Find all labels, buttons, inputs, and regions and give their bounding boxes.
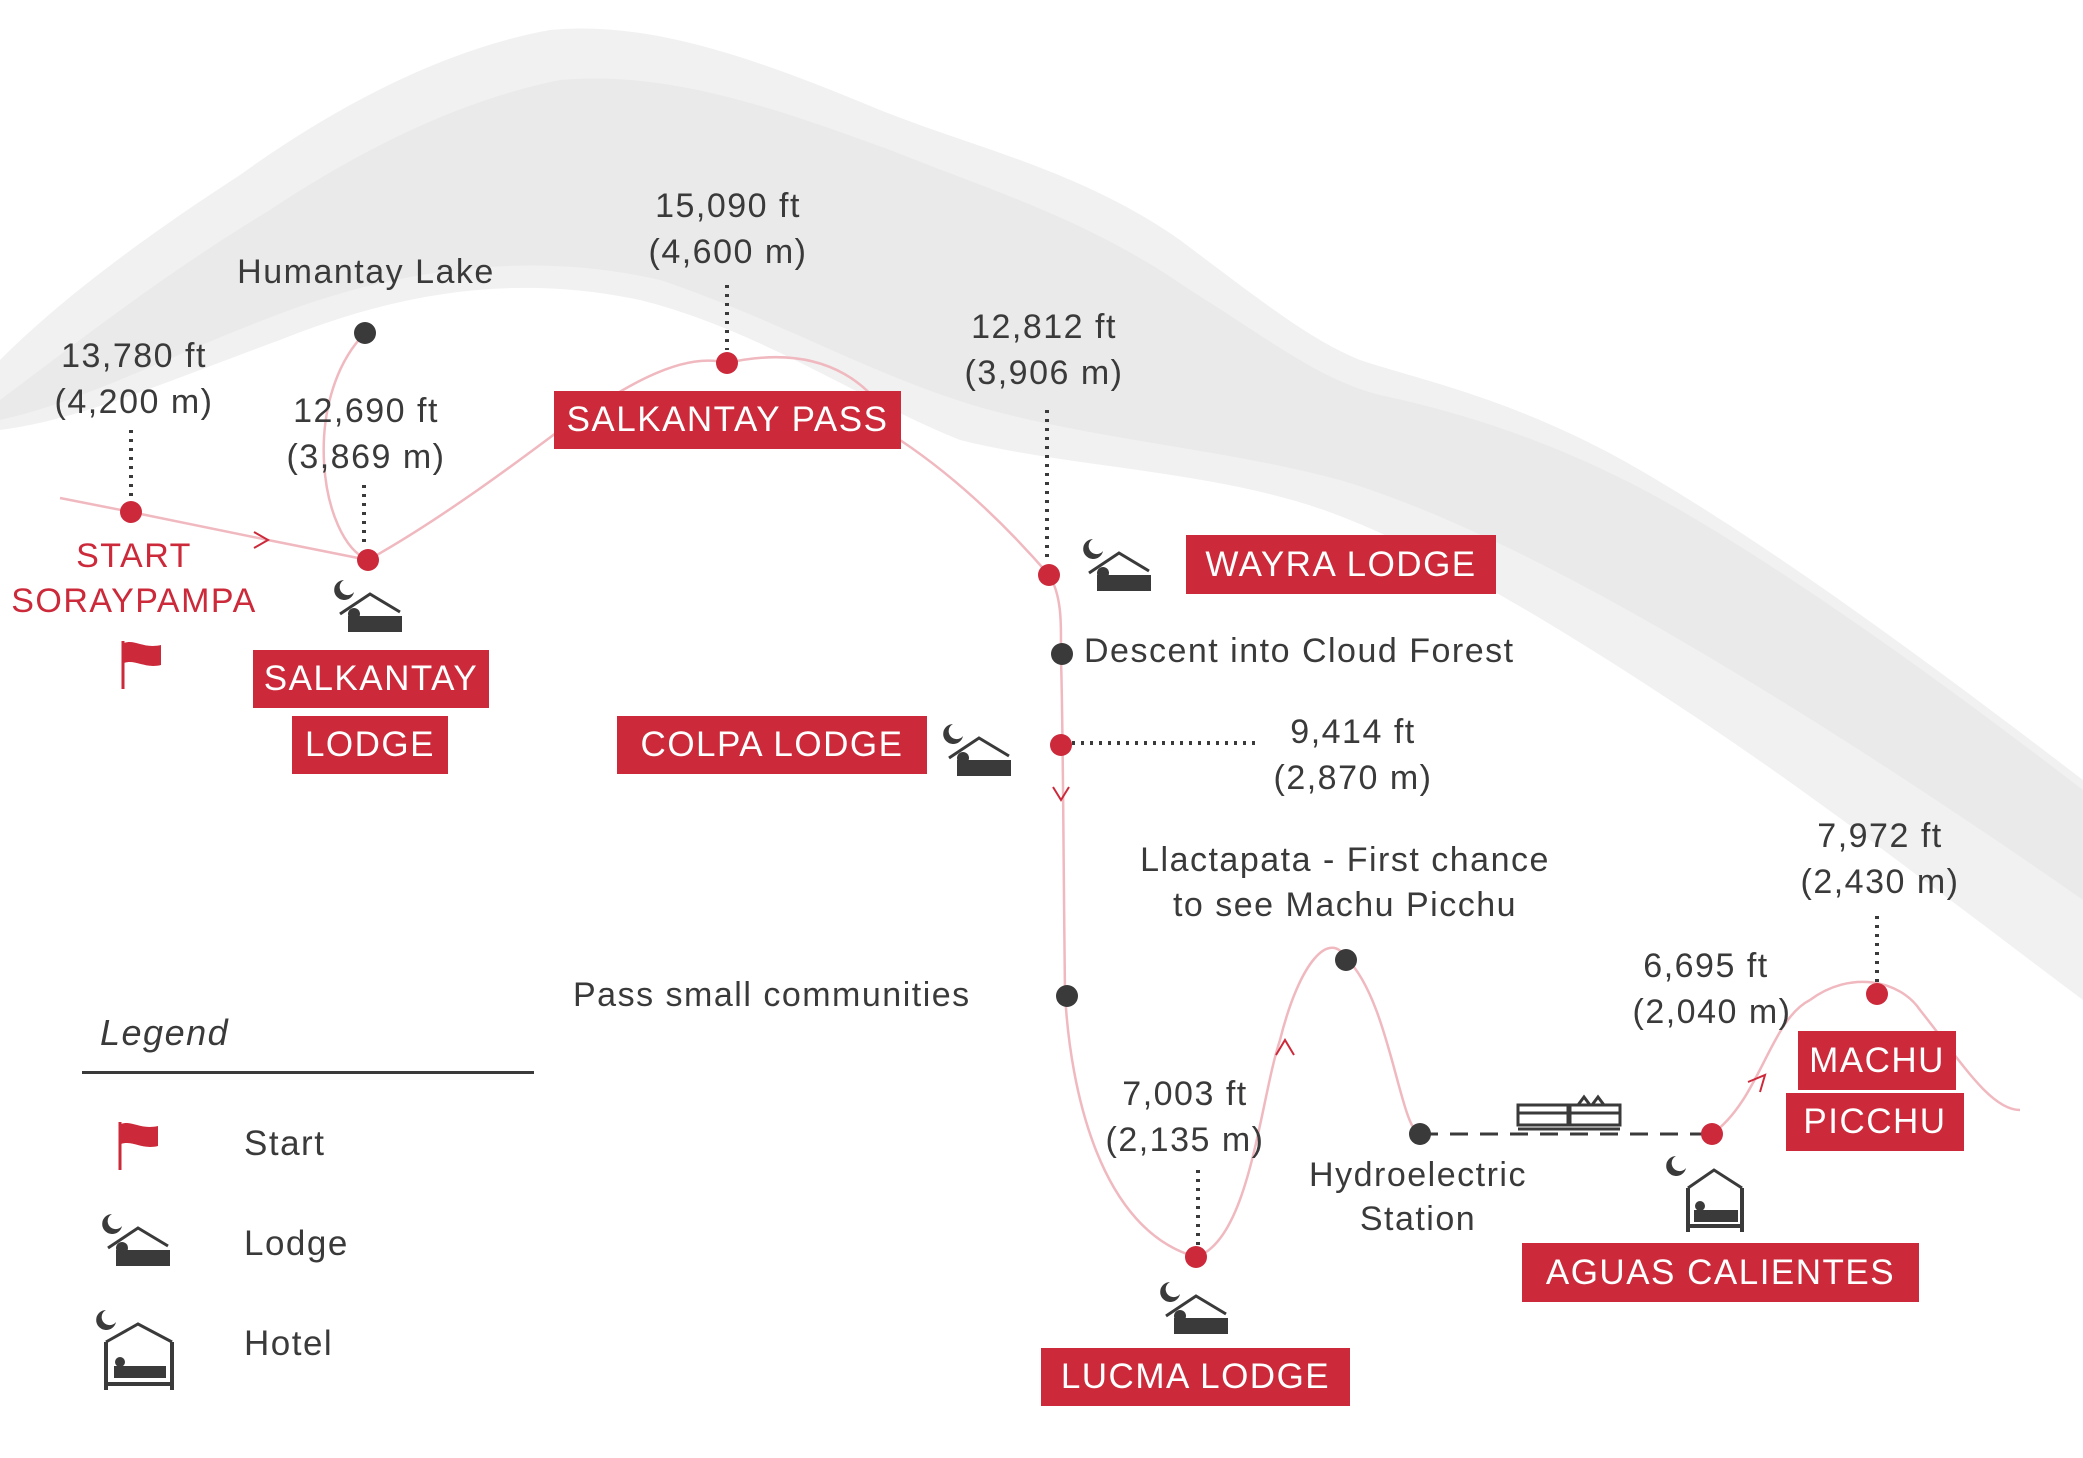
salkantay-lodge-label-line2: LODGE xyxy=(292,716,448,774)
wayra-marker xyxy=(1038,564,1060,586)
humantay-lake-label: Humantay Lake xyxy=(237,253,495,291)
llactapata-label-line1: Llactapata - First chance xyxy=(1140,841,1550,879)
train-icon xyxy=(1516,1094,1622,1131)
legend-divider xyxy=(82,1071,534,1074)
legend-hotel-icon xyxy=(96,1310,174,1390)
pass-elevation-m: (4,600 m) xyxy=(648,233,808,271)
salkantay-lodge-marker xyxy=(357,549,379,571)
pass-elevation-ft: 15,090 ft xyxy=(655,187,801,225)
start-marker xyxy=(120,501,142,523)
salkantay-pass-label: SALKANTAY PASS xyxy=(554,391,901,449)
point-markers xyxy=(354,322,1431,1145)
lucma-elevation-m: (2,135 m) xyxy=(1105,1121,1265,1159)
aguas-elevation-ft: 6,695 ft xyxy=(1643,947,1769,985)
colpa-lodge-label: COLPA LODGE xyxy=(617,716,927,774)
llactapata-marker xyxy=(1335,949,1357,971)
route-line xyxy=(59,332,2021,1259)
wayra-lodge-label: WAYRA LODGE xyxy=(1186,535,1496,594)
lucma-elevation-ft: 7,003 ft xyxy=(1122,1075,1248,1113)
flag-icon xyxy=(121,641,161,689)
communities-label: Pass small communities xyxy=(573,976,971,1014)
hotel-icon xyxy=(1666,1156,1744,1232)
direction-arrow-aguas xyxy=(1747,1073,1767,1093)
machu-elevation-ft: 7,972 ft xyxy=(1817,817,1943,855)
machu-label-line2: PICCHU xyxy=(1786,1093,1964,1151)
legend-lodge-label: Lodge xyxy=(244,1224,349,1263)
pass-marker xyxy=(716,352,738,374)
soraypampa-label: SORAYPAMPA xyxy=(11,582,257,620)
colpa-marker xyxy=(1050,734,1072,756)
colpa-elevation-m: (2,870 m) xyxy=(1273,759,1433,797)
cloud-forest-label: Descent into Cloud Forest xyxy=(1084,632,1515,670)
legend-start-label: Start xyxy=(244,1124,326,1163)
lucma-lodge-label: LUCMA LODGE xyxy=(1041,1348,1350,1406)
salkantay-lodge-elevation-m: (3,869 m) xyxy=(286,438,446,476)
machu-label-line1: MACHU xyxy=(1798,1031,1956,1090)
salkantay-lodge-label-line1: SALKANTAY xyxy=(253,650,489,708)
cloud-forest-marker xyxy=(1051,643,1073,665)
aguas-calientes-label: AGUAS CALIENTES xyxy=(1522,1243,1919,1302)
aguas-marker xyxy=(1701,1123,1723,1145)
wayra-elevation-ft: 12,812 ft xyxy=(971,308,1117,346)
direction-arrow-colpa xyxy=(1052,786,1070,802)
legend-flag-icon xyxy=(118,1122,158,1170)
lucma-marker xyxy=(1185,1246,1207,1268)
aguas-elevation-m: (2,040 m) xyxy=(1632,993,1792,1031)
waypoint-markers xyxy=(120,352,1888,1268)
hydro-label-line2: Station xyxy=(1359,1200,1477,1238)
salkantay-lodge-elevation-ft: 12,690 ft xyxy=(293,392,439,430)
hydro-marker xyxy=(1409,1123,1431,1145)
humantay-marker xyxy=(354,322,376,344)
direction-arrow-lucma xyxy=(1275,1038,1295,1056)
direction-arrow-start xyxy=(253,531,271,549)
legend-title: Legend xyxy=(100,1012,230,1053)
wayra-elevation-m: (3,906 m) xyxy=(964,354,1124,392)
llactapata-label-line2: to see Machu Picchu xyxy=(1172,886,1518,924)
lodge-icon xyxy=(334,539,1228,1334)
machu-elevation-m: (2,430 m) xyxy=(1800,863,1960,901)
start-label: START xyxy=(76,537,192,575)
legend-hotel-label: Hotel xyxy=(244,1324,334,1363)
machu-marker xyxy=(1866,983,1888,1005)
mountain-silhouette xyxy=(0,28,2083,1000)
leader-lines xyxy=(129,285,1879,1245)
legend-lodge-icon xyxy=(102,1214,170,1266)
start-elevation-ft: 13,780 ft xyxy=(61,337,207,375)
hydro-label-line1: Hydroelectric xyxy=(1309,1156,1527,1194)
start-elevation-m: (4,200 m) xyxy=(54,383,214,421)
colpa-elevation-ft: 9,414 ft xyxy=(1290,713,1416,751)
communities-marker xyxy=(1056,985,1078,1007)
